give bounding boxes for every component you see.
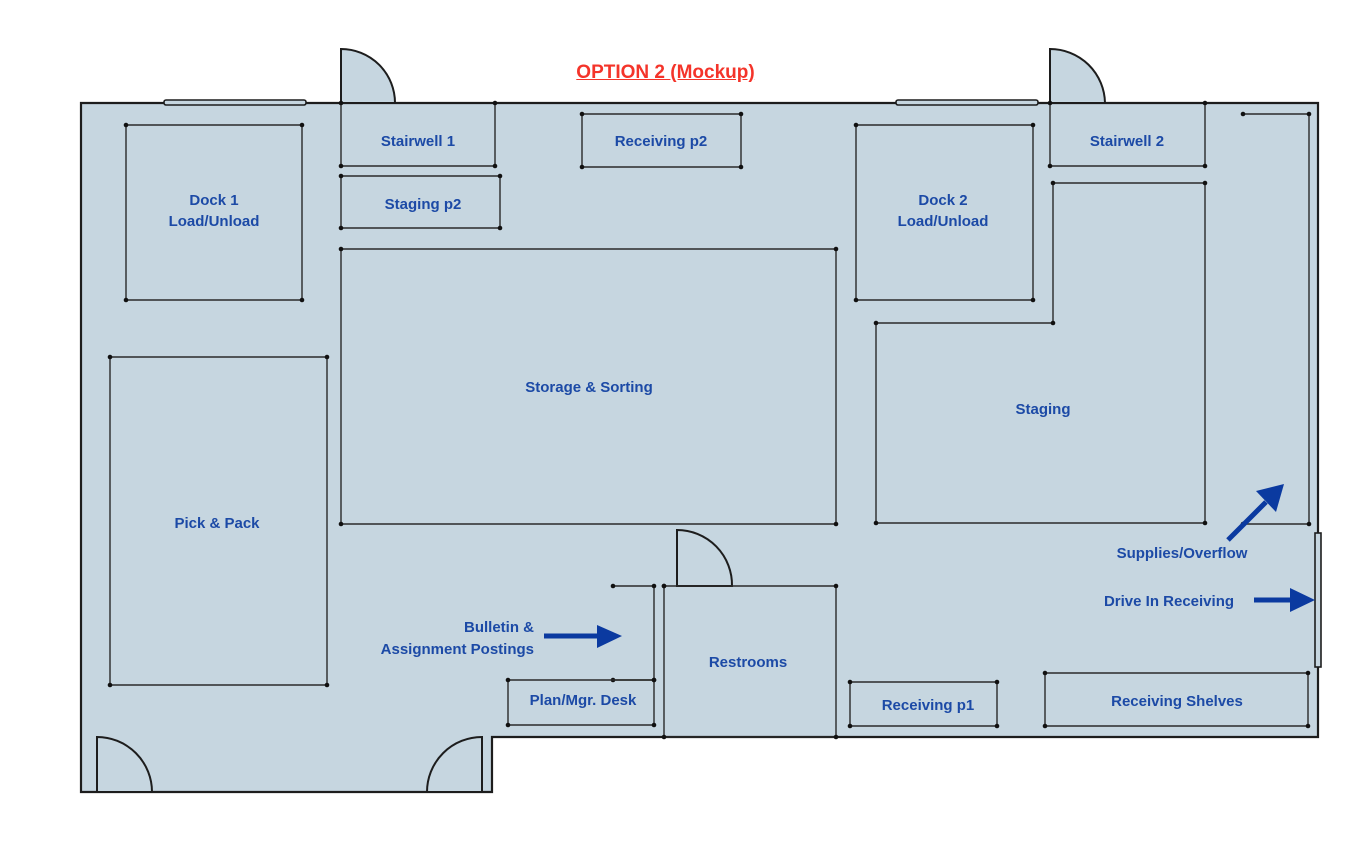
corner-node	[1305, 670, 1311, 676]
corner-node	[338, 246, 344, 252]
corner-node	[1030, 297, 1036, 303]
corner-node	[107, 682, 113, 688]
corner-node	[873, 520, 879, 526]
corner-node	[579, 164, 585, 170]
label-plan-mgr-desk: Plan/Mgr. Desk	[530, 692, 637, 709]
label-bulletin-line1: Bulletin &	[464, 619, 534, 636]
corner-node	[853, 122, 859, 128]
corner-node	[1202, 520, 1208, 526]
label-receiving-p2: Receiving p2	[615, 133, 708, 150]
corner-node	[873, 320, 879, 326]
room-stairwell1	[340, 103, 496, 167]
corner-node	[107, 354, 113, 360]
label-supplies-overflow: Supplies/Overflow	[1117, 545, 1248, 562]
corner-node	[1042, 723, 1048, 729]
corner-node	[1240, 111, 1246, 117]
corner-node	[338, 163, 344, 169]
corner-node	[651, 583, 657, 589]
door-bottom-left	[96, 735, 154, 793]
plan-title: OPTION 2 (Mockup)	[576, 62, 755, 83]
corner-node	[661, 583, 667, 589]
label-pick-pack: Pick & Pack	[174, 515, 260, 532]
corner-node	[338, 173, 344, 179]
corner-node	[1050, 320, 1056, 326]
corner-node	[833, 583, 839, 589]
label-dock2-line2: Load/Unload	[898, 213, 989, 230]
label-restrooms: Restrooms	[709, 654, 787, 671]
corner-node	[1305, 723, 1311, 729]
label-receiving-p1: Receiving p1	[882, 697, 975, 714]
corner-node	[661, 734, 667, 740]
arrow-drive-in-receiving	[1254, 588, 1315, 612]
corner-node	[1042, 670, 1048, 676]
corner-node	[492, 100, 498, 106]
door-stairwell2	[1049, 47, 1107, 104]
corner-node	[123, 122, 129, 128]
corner-node	[1306, 111, 1312, 117]
corner-node	[1050, 180, 1056, 186]
corner-node	[324, 354, 330, 360]
room-supplies-overflow	[1243, 113, 1310, 525]
label-receiving-shelves: Receiving Shelves	[1111, 693, 1243, 710]
corner-node	[505, 722, 511, 728]
door-bottom-right	[425, 735, 483, 793]
corner-node	[299, 122, 305, 128]
corner-node	[338, 521, 344, 527]
label-storage-sorting: Storage & Sorting	[525, 379, 653, 396]
corner-node	[847, 723, 853, 729]
corner-node	[338, 225, 344, 231]
corner-node	[833, 521, 839, 527]
corner-node	[1306, 521, 1312, 527]
corner-node	[610, 583, 616, 589]
corner-node	[1047, 100, 1053, 106]
corner-node	[651, 722, 657, 728]
room-stairwell2	[1049, 103, 1206, 167]
window-dock2	[895, 99, 1039, 106]
corner-node	[123, 297, 129, 303]
label-drive-in-receiving: Drive In Receiving	[1104, 593, 1234, 610]
corner-node	[497, 225, 503, 231]
label-staging: Staging	[1016, 401, 1071, 418]
corner-node	[1202, 163, 1208, 169]
corner-node	[738, 164, 744, 170]
corner-node	[1202, 100, 1208, 106]
corner-node	[338, 100, 344, 106]
door-stairwell1	[340, 47, 397, 104]
building-floor	[79, 101, 1320, 794]
label-dock1-line2: Load/Unload	[169, 213, 260, 230]
corner-node	[505, 677, 511, 683]
drive-in-door	[1314, 532, 1322, 668]
corner-node	[579, 111, 585, 117]
label-bulletin-line2: Assignment Postings	[381, 641, 534, 658]
arrow-supplies-overflow	[1226, 484, 1284, 542]
corner-node	[994, 723, 1000, 729]
corner-node	[492, 163, 498, 169]
corner-node	[299, 297, 305, 303]
label-dock1-line1: Dock 1	[189, 192, 238, 209]
corner-node	[738, 111, 744, 117]
corner-node	[324, 682, 330, 688]
label-stairwell2: Stairwell 2	[1090, 133, 1164, 150]
corner-node	[853, 297, 859, 303]
corner-node	[994, 679, 1000, 685]
corner-node	[497, 173, 503, 179]
label-stairwell1: Stairwell 1	[381, 133, 455, 150]
door-restrooms	[676, 528, 734, 587]
arrow-bulletin	[544, 625, 622, 648]
corner-node	[1047, 163, 1053, 169]
corner-node	[1202, 180, 1208, 186]
corner-node	[1030, 122, 1036, 128]
label-dock2-line1: Dock 2	[918, 192, 967, 209]
corner-node	[833, 246, 839, 252]
label-staging-p2: Staging p2	[385, 196, 462, 213]
window-dock1	[163, 99, 307, 106]
corner-node	[833, 734, 839, 740]
corner-node	[847, 679, 853, 685]
corner-node	[651, 677, 657, 683]
